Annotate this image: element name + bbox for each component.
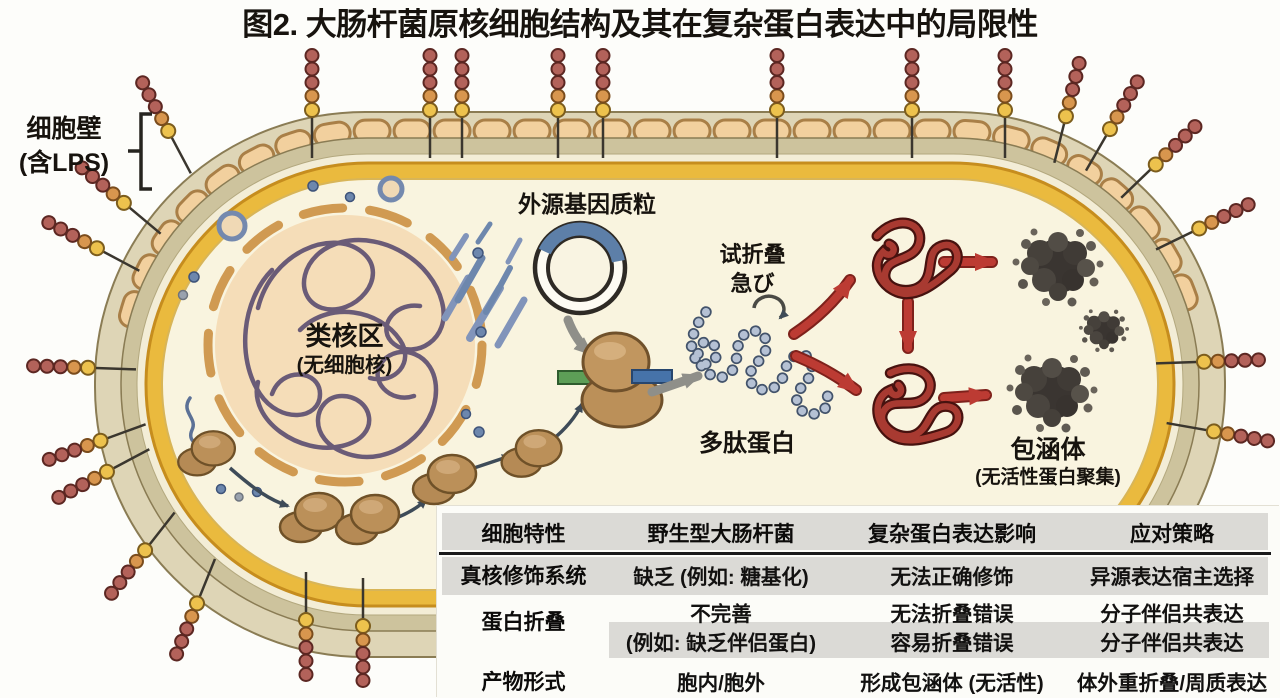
row-label: 真核修饰系统 — [460, 565, 587, 588]
table-row1-band — [442, 557, 1268, 595]
folding-attempt-label: 试折叠 急び — [719, 242, 786, 296]
table-cell: 体外重折叠/周质表达 — [1076, 672, 1268, 695]
mrna-segment-blue — [631, 369, 673, 384]
table-cell: 分子伴侣共表达 — [1100, 603, 1244, 626]
table-header-divider — [439, 552, 1271, 555]
inclusion-body-label: 包涵体 (无活性蛋白聚集) — [975, 436, 1121, 489]
table-row3-band — [609, 622, 1269, 658]
table-cell: 容易折叠错误 — [890, 632, 1014, 655]
table-header-band — [442, 513, 1268, 550]
table-cell: 无法折叠错误 — [890, 603, 1014, 626]
row-label: 产物形式 — [481, 671, 566, 694]
vesicle-ring — [377, 175, 405, 203]
table-cell: 缺乏 (例如: 糖基化) — [633, 566, 809, 589]
central-ribosome — [557, 331, 703, 429]
table-cell: 胞内/胞外 — [677, 672, 765, 695]
col-header-strategy: 应对策略 — [1130, 523, 1214, 546]
col-header-impact: 复杂蛋白表达影响 — [868, 523, 1036, 546]
nucleoid — [203, 203, 487, 487]
table-cell: 形成包涵体 (无活性) — [860, 672, 1044, 695]
polypeptide-chain — [685, 294, 834, 420]
figure-title: 图2. 大肠杆菌原核细胞结构及其在复杂蛋白表达中的局限性 — [242, 7, 1038, 42]
dna-strands — [243, 237, 446, 460]
col-header-wildtype: 野生型大肠杆菌 — [647, 523, 795, 546]
table-cell: 不完善 — [690, 603, 752, 626]
row-label: 蛋白折叠 — [481, 611, 566, 634]
nucleoid-label: 类核区 (无细胞核) — [296, 321, 393, 377]
cell-wall-bracket — [128, 112, 152, 191]
nucleoid-dashed-border — [203, 203, 487, 487]
table-cell: (例如: 缺乏伴侣蛋白) — [625, 632, 817, 655]
table-cell: 异源表达宿主选择 — [1090, 566, 1254, 589]
table-cell: 无法正确修饰 — [890, 566, 1014, 589]
cytoplasm-dots — [177, 175, 487, 502]
col-header-feature: 细胞特性 — [481, 523, 566, 546]
comparison-table: 细胞特性 野生型大肠杆菌 复杂蛋白表达影响 应对策略 真核修饰系统 缺乏 (例如… — [437, 506, 1280, 698]
rna-rod-cluster — [441, 221, 528, 349]
elongation-arrow — [647, 371, 703, 397]
cell-wall-label: 细胞壁 (含LPS) — [18, 115, 110, 177]
plasmid-label: 外源基因质粒 — [518, 191, 656, 217]
plasmid-insert-segment — [538, 222, 625, 263]
table-cell: 分子伴侣共表达 — [1100, 632, 1244, 655]
polypeptide-label: 多肽蛋白 — [699, 430, 795, 457]
folding-cycle-arrow — [752, 294, 789, 320]
vesicle-ring — [216, 210, 248, 242]
translation-chain — [177, 396, 584, 546]
plasmid-icon — [532, 220, 628, 358]
